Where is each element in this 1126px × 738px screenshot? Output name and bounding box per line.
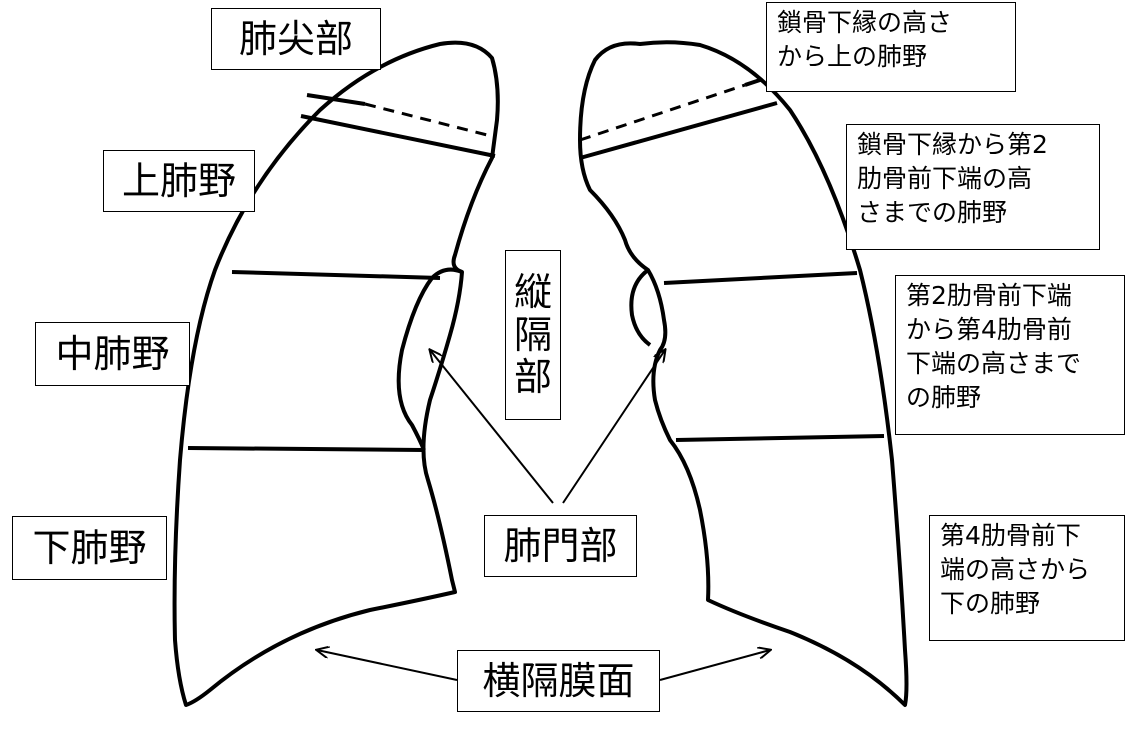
label-upper-lung-field: 上肺野: [103, 150, 255, 212]
hilum-arrow-left-lung: [562, 350, 665, 504]
left-middle-lower-divider: [675, 434, 885, 442]
right-clavicle-dashed-line: [364, 102, 496, 139]
left-clavicle-upper-line: [744, 78, 761, 87]
diaphragm-arrow-right-lung: [317, 650, 458, 681]
label-middle-lung-field: 中肺野: [35, 322, 190, 386]
left-lung-outline: [578, 40, 909, 707]
label-hilum: 肺門部: [484, 515, 637, 577]
right-clavicle-upper-line: [306, 93, 366, 106]
right-clavicle-lower-line: [300, 114, 496, 158]
hilum-arrow-right-lung: [430, 350, 554, 504]
left-upper-middle-divider: [663, 271, 858, 285]
left-hilum-outline: [629, 268, 652, 347]
description-upper-lung-field: 鎖骨下縁から第2 肋骨前下端の高 さまでの肺野: [846, 124, 1100, 250]
right-hilum-outline: [396, 267, 463, 451]
right-lung-outline: [172, 40, 500, 707]
left-clavicle-dashed-line: [579, 83, 746, 142]
label-apex: 肺尖部: [211, 8, 381, 70]
label-diaphragm-surface: 横隔膜面: [457, 650, 660, 712]
description-middle-lung-field: 第2肋骨前下端 から第4肋骨前 下端の高さまで の肺野: [895, 275, 1125, 435]
description-apex: 鎖骨下縁の高さ から上の肺野: [766, 2, 1016, 92]
right-upper-middle-divider: [231, 270, 441, 280]
label-mediastinum: 縦 隔 部: [505, 250, 561, 420]
right-middle-lower-divider: [187, 446, 425, 452]
label-lower-lung-field: 下肺野: [12, 516, 167, 580]
diaphragm-arrow-left-lung: [659, 650, 770, 681]
description-lower-lung-field: 第4肋骨前下 端の高さから 下の肺野: [929, 515, 1125, 641]
left-clavicle-lower-line: [579, 101, 778, 160]
